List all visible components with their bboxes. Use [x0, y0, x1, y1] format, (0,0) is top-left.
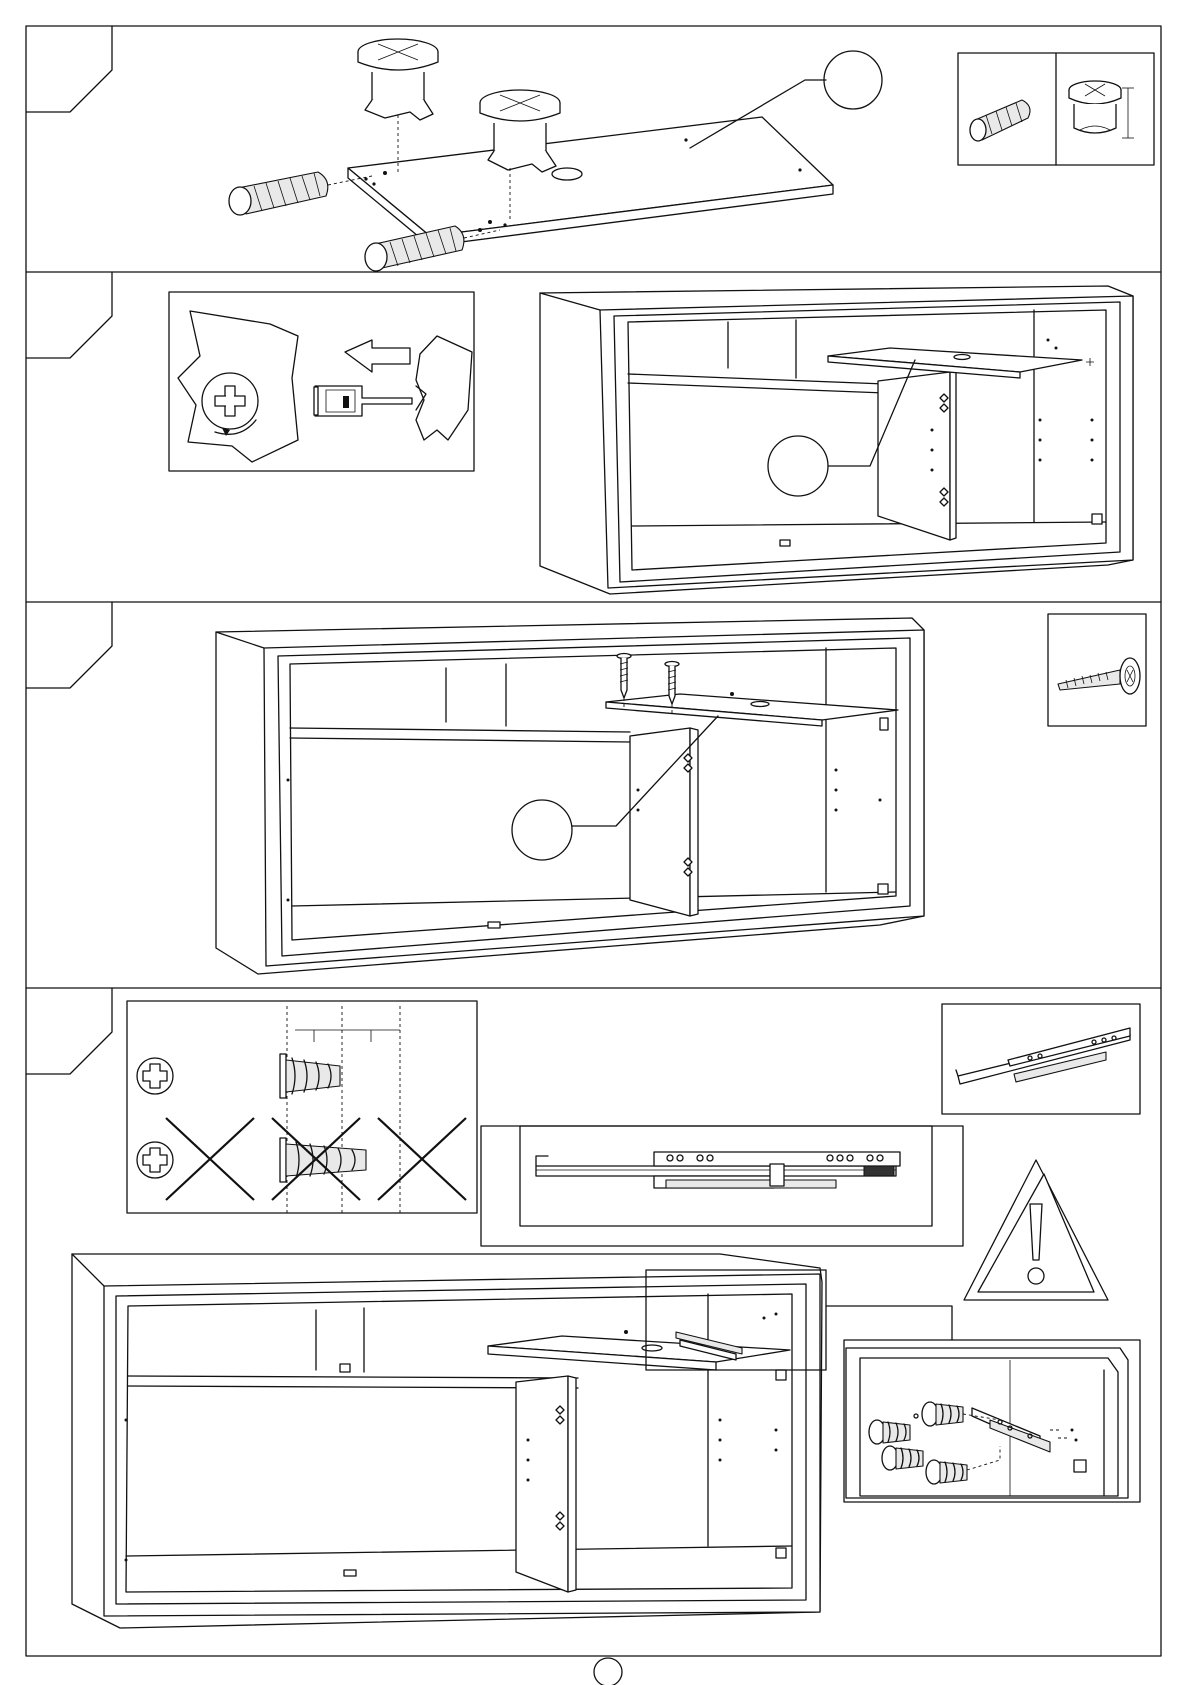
callout-circle-step-1	[824, 51, 882, 109]
callout-circle-step-2	[768, 436, 828, 496]
warning-triangle-icon	[964, 1160, 1108, 1300]
step-tab-4	[26, 988, 112, 1074]
parts-box-step-1	[958, 53, 1154, 165]
step-tab-1	[26, 26, 112, 112]
callout-circle-step-3	[512, 800, 572, 860]
cabinet-step-4	[72, 1254, 952, 1628]
runner-side-view-box	[481, 1126, 963, 1246]
step-2-panel	[169, 286, 1133, 594]
step-4-panel	[72, 1001, 1140, 1628]
phillips-screwdriver-icon	[137, 1058, 173, 1094]
cross-out-icon	[378, 1118, 466, 1200]
screw-parts-box	[1048, 614, 1146, 726]
cam-lock-icon	[358, 39, 438, 175]
euro-screw-icon	[869, 1420, 910, 1444]
euro-screw-icon	[882, 1446, 923, 1470]
runner-parts-box	[942, 1004, 1140, 1114]
page-number-badge	[594, 1658, 622, 1685]
screw-position-detail	[127, 1001, 477, 1213]
phillips-screwdriver-icon	[137, 1142, 173, 1178]
step-tab-2	[26, 272, 112, 358]
cabinet-step-3	[216, 618, 924, 974]
arrow-left-icon	[345, 340, 410, 372]
step-1-panel	[229, 39, 1154, 271]
euro-screw-icon	[280, 1138, 366, 1182]
cross-out-icon	[166, 1118, 254, 1200]
cabinet-step-2	[540, 286, 1133, 594]
euro-screw-icon	[280, 1054, 340, 1098]
step-3-panel	[216, 614, 1146, 974]
cam-turn-detail-box	[169, 292, 474, 471]
step-tab-3	[26, 602, 112, 688]
zoom-detail-box	[844, 1340, 1140, 1502]
